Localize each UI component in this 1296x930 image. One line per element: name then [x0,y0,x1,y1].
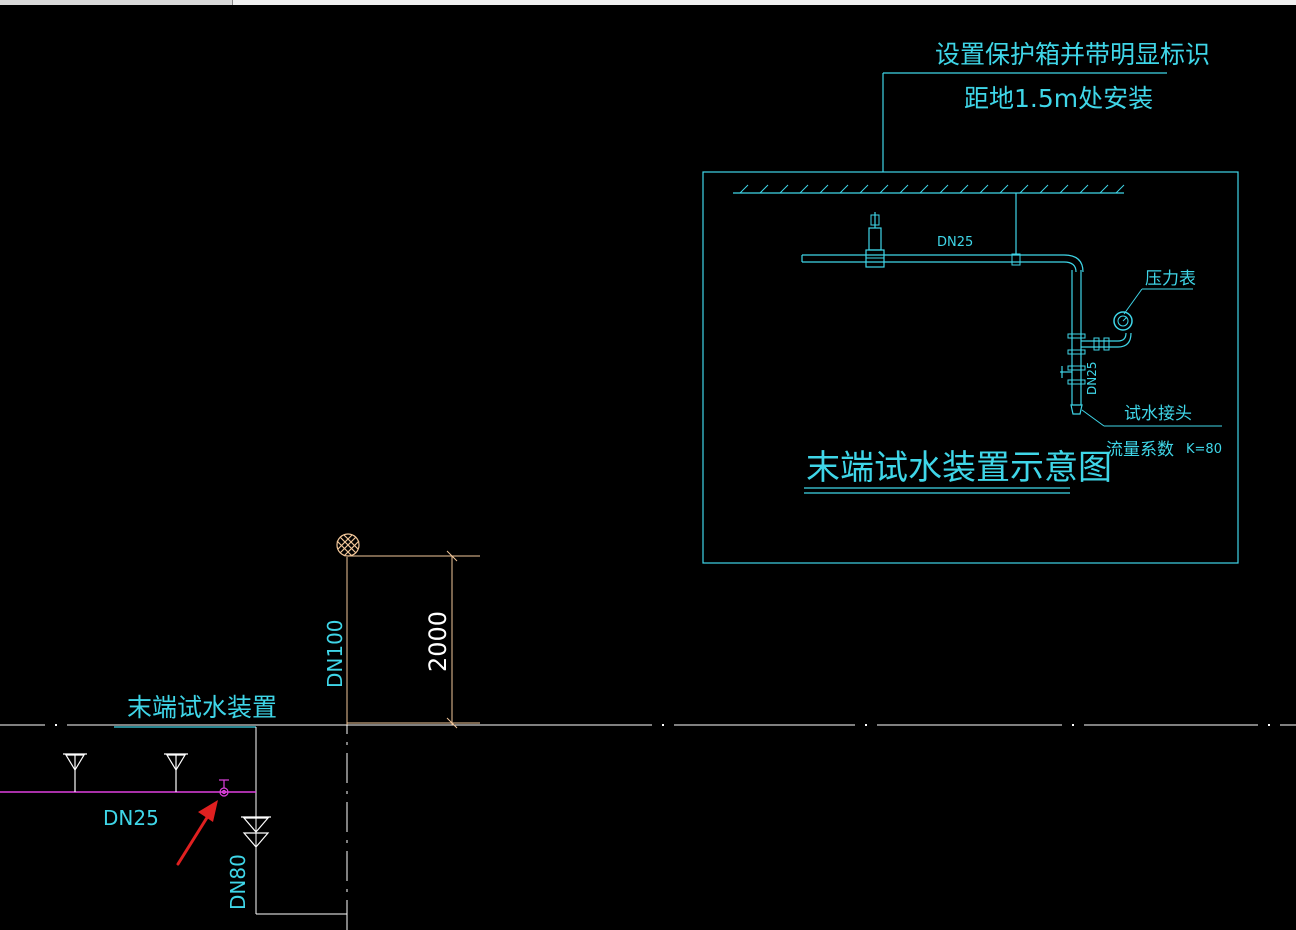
dimension-value: 2000 [424,611,452,672]
drain-funnel-icon [241,816,271,848]
k-value: K=80 [1186,442,1222,457]
branch-sprinkler-1 [63,753,87,792]
valve-icon [219,779,229,797]
flow-coefficient-label: 流量系数 [1106,440,1174,460]
hanger-clamp [1011,253,1021,266]
gauge-icon [1113,311,1133,331]
file-tab[interactable] [0,0,233,5]
callout-line2: 距地1.5m处安装 [964,84,1153,113]
pipe-elbow [1063,254,1084,273]
branch-sprinkler-2 [164,753,188,792]
vertical-pipe-label: DN25 [1085,362,1099,396]
dimension-2000 [346,550,480,729]
horizontal-pipe-label: DN25 [937,235,973,250]
detail-diagram [702,72,1239,564]
test-connector [1070,404,1083,415]
branch-pipe-label: DN25 [103,806,159,830]
gauge-leader [1123,288,1143,315]
sprinkler-head-icon [336,533,360,557]
riser-label: DN100 [323,619,347,688]
callout-line1: 设置保护箱并带明显标识 [935,40,1210,69]
drain-pipe-label: DN80 [226,854,250,910]
gauge-label: 压力表 [1145,269,1196,289]
connector-leader [1081,409,1105,427]
pointer-arrow-icon [176,800,218,866]
test-connector-label: 试水接头 [1124,404,1192,424]
window-top-strip [0,0,1296,5]
detail-frame [702,171,1239,564]
detail-title: 末端试水装置示意图 [806,448,1112,488]
floor-line-dots [55,724,1270,726]
ceiling-hatch [739,184,1125,194]
device-label: 末端试水装置 [127,693,277,722]
